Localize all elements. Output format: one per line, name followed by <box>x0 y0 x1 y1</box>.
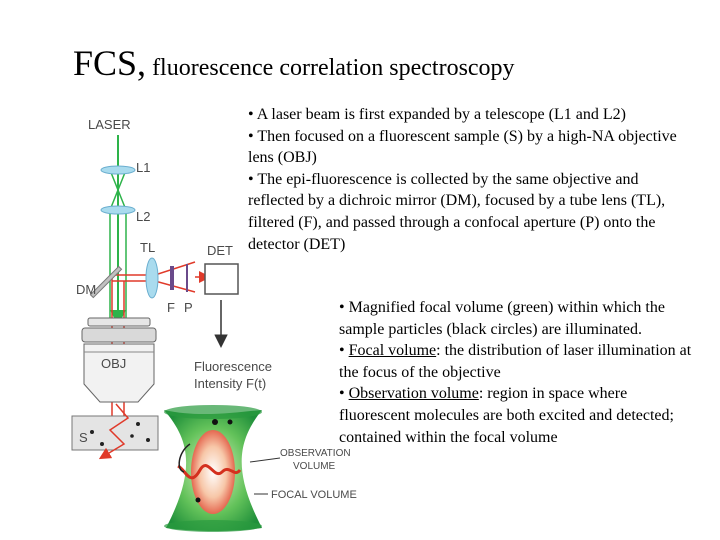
focal-volume-definition: : the distribution of laser illumination… <box>339 342 692 381</box>
lens-l1 <box>100 165 136 175</box>
sample <box>71 415 159 451</box>
label-laser: LASER <box>88 117 131 132</box>
bullet-focal-volume: • Focal volume: the distribution of lase… <box>339 340 695 383</box>
label-det: DET <box>207 243 233 258</box>
label-l2: L2 <box>136 209 150 224</box>
label-obj: OBJ <box>101 356 126 371</box>
label-observation-volume: VOLUME <box>293 461 336 472</box>
volume-description: • Magnified focal volume (green) within … <box>339 297 695 448</box>
observation-pointer <box>249 457 281 463</box>
setup-description: • A laser beam is first expanded by a te… <box>248 104 696 255</box>
dichroic-mirror <box>89 265 123 299</box>
focal-volume-term: Focal volume <box>348 342 437 360</box>
bullet-marker: • <box>339 385 349 403</box>
particle-trajectory <box>98 403 130 460</box>
bullet-marker: • <box>339 342 349 360</box>
label-observation: OBSERVATION <box>280 448 351 459</box>
bullet-objective: • Then focused on a fluorescent sample (… <box>248 127 677 167</box>
label-tl: TL <box>140 240 155 255</box>
bullet-telescope: • A laser beam is first expanded by a te… <box>248 106 626 123</box>
label-fluorescence: Fluorescence <box>194 359 272 374</box>
label-p: P <box>184 300 193 315</box>
objective-lens <box>81 317 157 403</box>
label-l1: L1 <box>136 160 150 175</box>
label-intensity: Intensity F(t) <box>194 376 266 391</box>
bullet-magnified-volume: • Magnified focal volume (green) within … <box>339 299 665 338</box>
title-sub: fluorescence correlation spectroscopy <box>146 55 515 81</box>
tube-lens <box>145 257 159 299</box>
page-title: FCS, fluorescence correlation spectrosco… <box>73 42 515 84</box>
label-focal-volume: FOCAL VOLUME <box>271 489 357 501</box>
label-dm: DM <box>76 282 96 297</box>
title-main: FCS, <box>73 43 147 83</box>
label-f: F <box>167 300 175 315</box>
bullet-detection: • The epi-fluorescence is collected by t… <box>248 170 666 253</box>
filter <box>170 266 174 290</box>
detector <box>204 263 239 295</box>
bullet-observation-volume: • Observation volume: region in space wh… <box>339 383 695 448</box>
lens-l2 <box>100 205 136 215</box>
observation-volume-definition: : region in space where fluorescent mole… <box>339 385 674 446</box>
sample-particles <box>90 422 150 446</box>
label-s: S <box>79 430 88 445</box>
focal-volume <box>164 405 262 532</box>
observation-volume-term: Observation volume <box>348 385 479 403</box>
